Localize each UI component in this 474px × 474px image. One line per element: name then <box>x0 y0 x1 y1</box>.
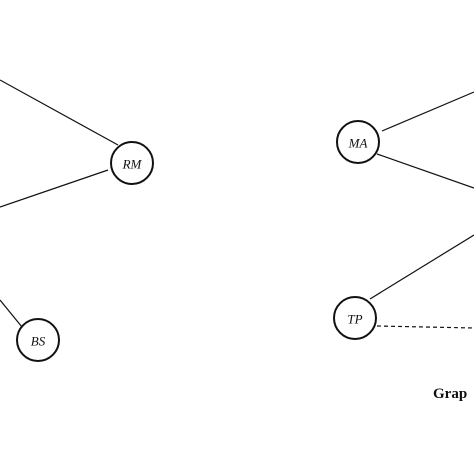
node-bs-label: BS <box>31 334 46 349</box>
edge-tp-dashed-offscreen <box>376 325 474 329</box>
edge-ma-to-offscreen-lower <box>376 153 474 189</box>
edge-offscreen-to-bs <box>0 299 23 328</box>
node-tp-label: TP <box>347 312 362 327</box>
node-rm-label: RM <box>122 157 143 172</box>
node-tp: TP <box>333 296 377 340</box>
edge-ma-to-offscreen-upper <box>381 91 474 132</box>
edge-offscreen-to-rm-upper <box>0 79 119 146</box>
edge-tp-to-offscreen <box>369 234 474 300</box>
node-bs: BS <box>16 318 60 362</box>
node-ma-label: MA <box>348 136 368 151</box>
node-rm: RM <box>110 141 154 185</box>
diagram-caption: Grap <box>433 386 467 402</box>
node-ma: MA <box>336 120 380 164</box>
edge-rm-to-offscreen-lower <box>0 169 109 208</box>
